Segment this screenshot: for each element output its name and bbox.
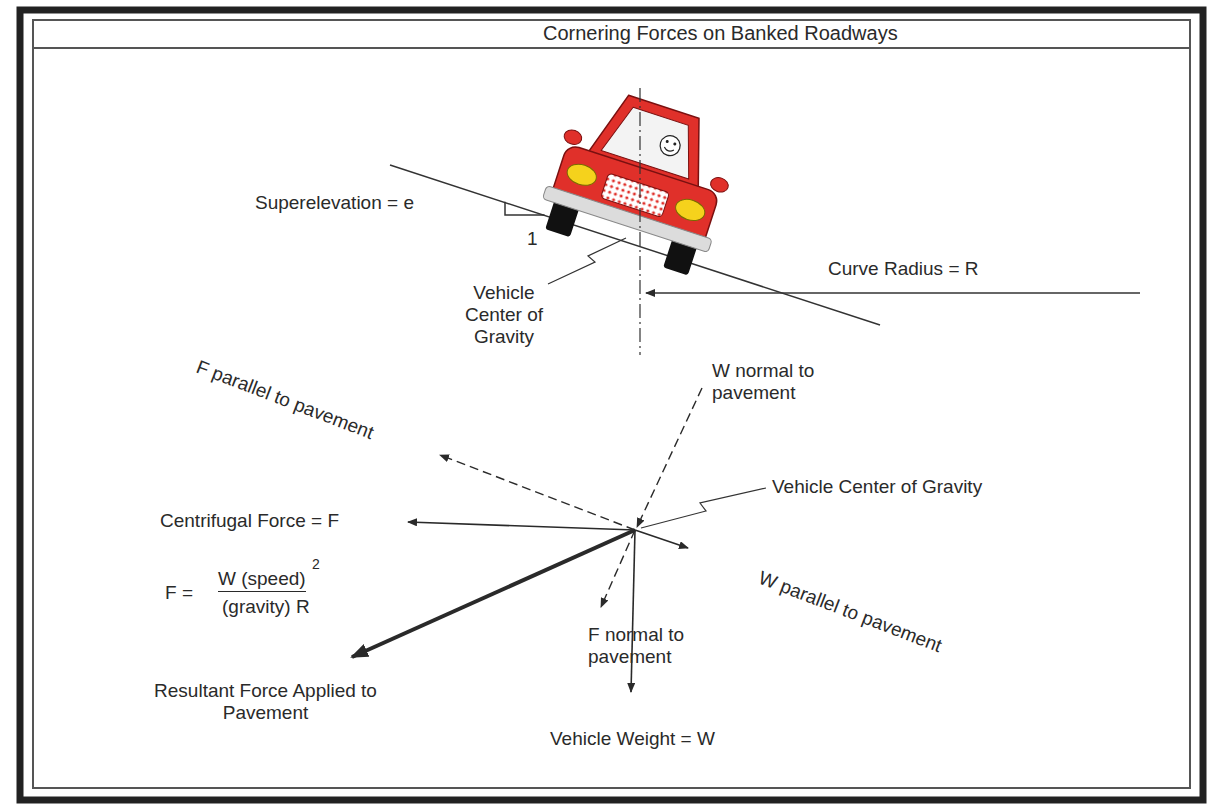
leader-line	[548, 238, 626, 284]
w-normal-arrow	[637, 388, 702, 527]
force-label: Resultant Force Applied to Pavement	[148, 680, 383, 724]
radius-arrow	[646, 292, 1140, 294]
force-label: W normal to pavement	[712, 360, 852, 404]
force-label: 1	[527, 228, 538, 250]
outer-frame	[20, 10, 1203, 800]
force-label: (gravity) R	[222, 596, 310, 618]
weight-arrow	[631, 530, 635, 692]
diagram-title: Cornering Forces on Banked Roadways	[543, 22, 898, 45]
force-label: Vehicle Center of Gravity	[772, 476, 982, 498]
force-label: Vehicle Center of Gravity	[448, 282, 560, 348]
pavement-line	[390, 165, 880, 325]
slope-triangle	[505, 202, 545, 215]
f-parallel-arrow	[440, 455, 635, 530]
leader-line	[641, 488, 766, 528]
force-label: F normal to pavement	[588, 624, 713, 668]
inner-frame	[33, 20, 1190, 788]
force-label: Vehicle Weight = W	[550, 728, 715, 750]
title-rule	[33, 47, 1190, 49]
force-label: 2	[312, 556, 320, 572]
force-label: Superelevation = e	[255, 192, 414, 214]
force-label: Centrifugal Force = F	[160, 510, 339, 532]
force-label: W parallel to pavement	[756, 567, 945, 657]
w-parallel-arrow	[635, 530, 688, 548]
force-label: F =	[165, 582, 193, 604]
force-label: F parallel to pavement	[193, 356, 376, 444]
center-line	[639, 88, 640, 355]
force-label: Curve Radius = R	[828, 258, 978, 280]
centrifugal-arrow	[408, 522, 635, 530]
force-label: W (speed)	[218, 568, 306, 592]
